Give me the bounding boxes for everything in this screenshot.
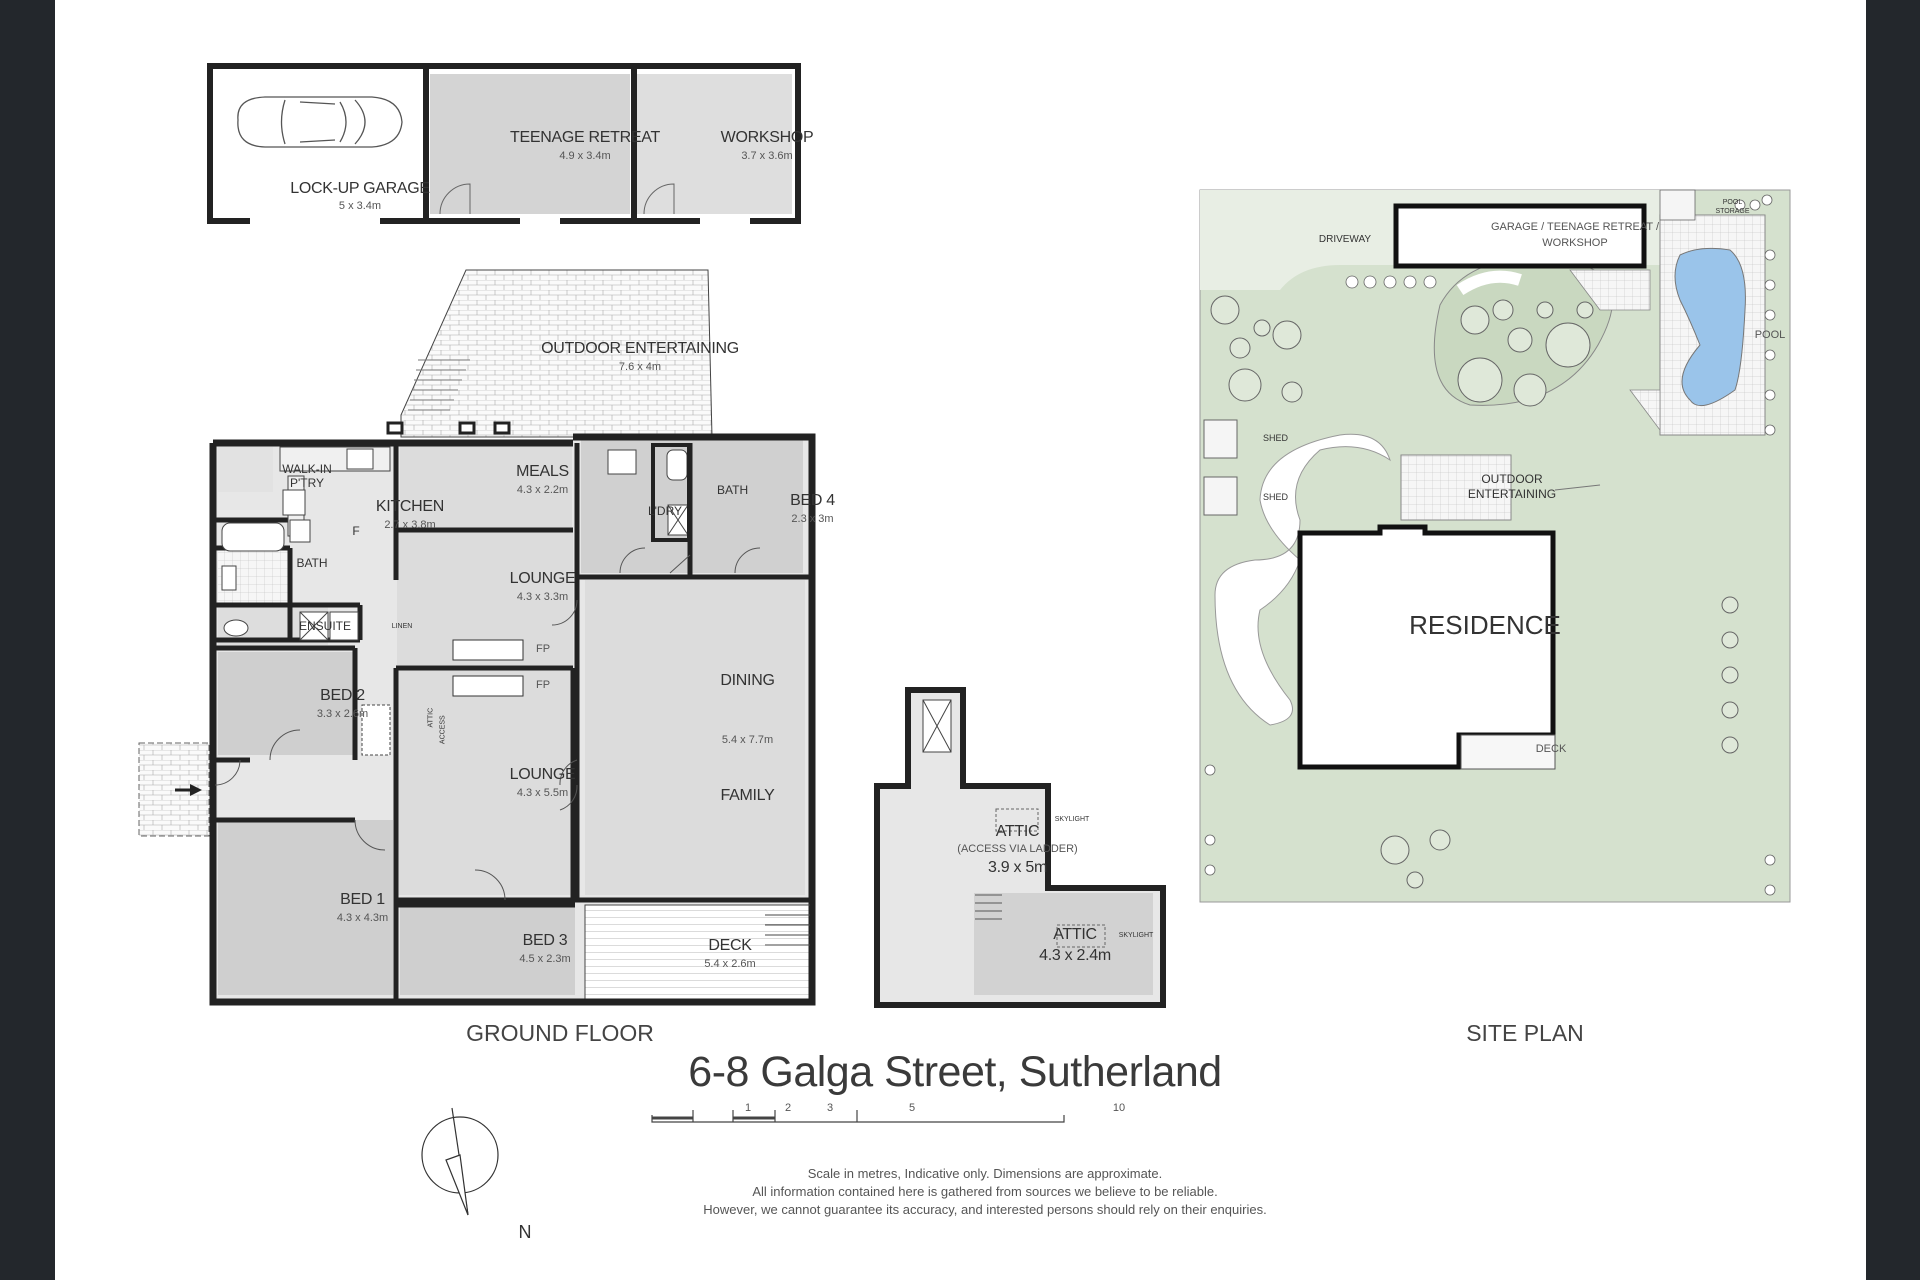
garage-label: LOCK-UP GARAGE [290,180,430,197]
bath-small-label: BATH [717,483,749,497]
site-plan-title: SITE PLAN [1466,1020,1584,1046]
dining-family-dimensions: 5.4 x 7.7m [721,734,774,746]
garage-dimensions: 5 x 3.4m [338,200,382,212]
fridge-label: F [352,524,360,538]
floor-plan-sheet: LOCK-UP GARAGE 5 x 3.4m TEENAGE RETREAT … [55,0,1866,1280]
site-deck-label: DECK [1535,743,1567,755]
floor-plan-drawing [138,63,1791,1216]
kitchen-label: KITCHEN [375,498,445,515]
ground-floor-plan [138,433,816,1006]
tree-icons [1210,295,1739,889]
bed-3-label: BED 3 [522,932,568,949]
fireplace-1-label: FP [535,643,551,655]
site-outdoor-label-2: ENTERTAINING [1467,487,1557,501]
attic-2-label: ATTIC [1053,926,1097,943]
outdoor-entertaining-label: OUTDOOR ENTERTAINING [541,340,739,357]
attic-access-label: ATTIC [427,707,435,728]
walk-in-pantry-label: WALK-IN [282,462,332,476]
shed-2-label: SHED [1262,492,1288,502]
bed-4-dimensions: 2.3 x 3m [791,513,834,525]
site-garage-label: GARAGE / TEENAGE RETREAT / [1490,221,1660,233]
shed-1-label: SHED [1262,433,1288,443]
scale-tick-1: 1 [744,1102,752,1114]
site-outdoor-label: OUTDOOR [1481,472,1543,486]
skylight-2-label: SKYLIGHT [1118,932,1154,939]
lounge-2-label: LOUNGE [509,766,576,783]
fireplace-2-label: FP [535,679,551,691]
ground-floor-title: GROUND FLOOR [466,1020,654,1046]
attic-plan [874,687,1166,1008]
attic-1-dimensions: 3.9 x 5m [988,859,1047,876]
disclaimer-line-1: Scale in metres, Indicative only. Dimens… [807,1166,1163,1181]
lounge-1-dimensions: 4.3 x 3.3m [516,591,569,603]
scale-tick-10: 10 [1112,1102,1126,1114]
outdoor-entertaining-patio [386,269,713,438]
meals-dimensions: 4.3 x 2.2m [516,484,569,496]
bath-label: BATH [296,556,328,570]
attic-access-label-2: ACCESS [439,715,447,745]
lounge-1-label: LOUNGE [509,570,576,587]
bed-2-label: BED 2 [320,687,365,704]
disclaimer-line-2: All information contained here is gather… [752,1184,1218,1199]
site-plan [1199,189,1791,903]
attic-1-access-note: (ACCESS VIA LADDER) [957,843,1078,855]
walk-in-pantry-label-2: P'TRY [289,476,325,490]
family-label: FAMILY [720,787,775,804]
address-title: 6-8 Galga Street, Sutherland [688,1048,1222,1096]
scale-tick-2: 2 [784,1102,792,1114]
pool-label: POOL [1754,329,1786,341]
bed-4-label: BED 4 [790,492,835,509]
pool-storage-label-2: STORAGE [1715,208,1750,215]
lounge-2-dimensions: 4.3 x 5.5m [516,787,569,799]
skylight-1-label: SKYLIGHT [1054,816,1090,823]
bed-3-dimensions: 4.5 x 2.3m [519,953,571,965]
kitchen-dimensions: 2.7 x 3.8m [384,519,436,531]
north-label: N [518,1222,532,1242]
north-arrow-icon [421,1107,499,1216]
outbuilding [207,63,801,224]
scale-tick-5: 5 [908,1102,916,1114]
bed-1-label: BED 1 [340,891,385,908]
bed-1-dimensions: 4.3 x 4.3m [336,912,389,924]
deck-dimensions: 5.4 x 2.6m [704,958,756,970]
ensuite-label: ENSUITE [298,619,351,633]
meals-label: MEALS [516,463,569,480]
deck-label: DECK [708,937,752,954]
pool-storage-label: POOL [1722,199,1743,206]
driveway-label: DRIVEWAY [1318,234,1372,245]
bed-2-dimensions: 3.3 x 2.6m [316,708,369,720]
teenage-retreat-label: TEENAGE RETREAT [510,129,660,146]
attic-1-label: ATTIC [995,823,1040,840]
dining-label: DINING [720,672,775,689]
attic-2-dimensions: 4.3 x 2.4m [1039,947,1111,964]
disclaimer-line-3: However, we cannot guarantee its accurac… [703,1202,1267,1217]
outdoor-entertaining-dimensions: 7.6 x 4m [618,361,662,373]
car-icon [237,96,403,148]
residence-label: RESIDENCE [1409,610,1561,640]
linen-label: LINEN [391,623,413,630]
teenage-retreat-dimensions: 4.9 x 3.4m [559,150,611,162]
site-garage-label-2: WORKSHOP [1542,237,1608,249]
scale-bar [651,1110,1065,1123]
workshop-dimensions: 3.7 x 3.6m [741,150,793,162]
workshop-label: WORKSHOP [720,129,814,146]
laundry-label: L'DRY [647,504,683,518]
scale-tick-3: 3 [826,1102,834,1114]
